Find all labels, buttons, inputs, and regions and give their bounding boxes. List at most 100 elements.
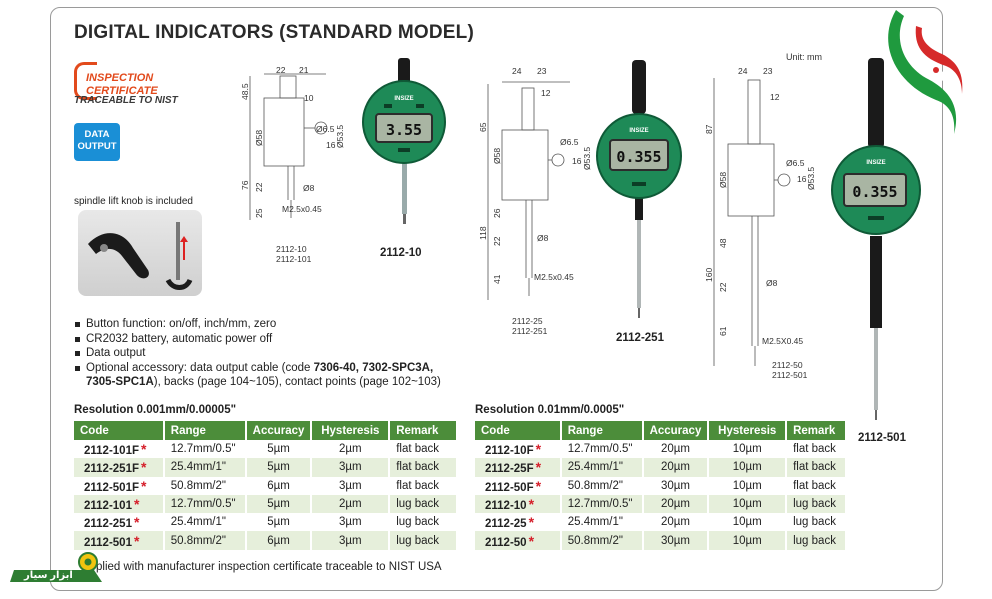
seller-logo-icon [10, 552, 102, 582]
certificate-star-icon: * [133, 532, 140, 549]
certificate-star-icon: * [528, 496, 535, 513]
cell-range: 12.7mm/0.5" [163, 494, 247, 514]
cell-remark: flat back [389, 440, 458, 459]
dim-a-4: Ø58 [254, 129, 264, 146]
model-label-3: 2112-501 [858, 432, 906, 444]
dial-brand: INSIZE [394, 96, 413, 102]
drawing-label-3: 2112-50 2112-501 [772, 360, 807, 380]
cell-remark: flat back [786, 440, 847, 459]
cell-hysteresis: 2µm [311, 440, 391, 459]
drawing-label-1: 2112-10 2112-101 [276, 244, 311, 264]
certificate-line2: CERTIFICATE [86, 85, 158, 97]
cell-remark: lug back [389, 494, 458, 514]
accessory-codes-1: 7306-40, 7302-SPC3A, [313, 361, 434, 374]
feature-item: Optional accessory: data output cable (c… [74, 361, 441, 376]
gauge-photo-2: 0.355 INSIZE [596, 60, 682, 318]
cell-accuracy: 20µm [642, 494, 710, 514]
cell-code: 2112-501* [74, 531, 165, 550]
accessory-intro: Optional accessory: data output cable (c… [86, 361, 314, 374]
col-code: Code [475, 421, 562, 440]
gauge-photo-1: 3.55 INSIZE [362, 58, 446, 224]
dim-b-3: 65 [478, 122, 488, 132]
code-text: 2112-251 [84, 518, 132, 531]
col-remark: Remark [389, 421, 458, 440]
cell-accuracy: 5µm [245, 440, 313, 459]
cell-code: 2112-251F* [74, 458, 165, 477]
code-text: 2112-50F [485, 481, 534, 494]
certificate-subtitle: TRACEABLE TO NIST [74, 95, 178, 106]
cell-remark: lug back [786, 531, 847, 550]
cell-accuracy: 5µm [245, 494, 313, 514]
technical-drawing-3 [713, 78, 791, 366]
dim-b-8: 118 [478, 226, 488, 240]
dim-c-6: 16 [797, 174, 807, 184]
certificate-line1: INSPECTION [86, 72, 154, 84]
cell-range: 25.4mm/1" [560, 513, 644, 532]
display-value-2: 0.355 [616, 148, 661, 166]
drawing-label-line: 2112-101 [276, 254, 312, 264]
certificate-star-icon: * [535, 441, 542, 458]
table1-title: Resolution 0.001mm/0.00005" [74, 404, 237, 416]
data-output-badge: DATA OUTPUT [74, 123, 120, 161]
cell-hysteresis: 10µm [708, 440, 788, 459]
code-text: 2112-50 [485, 536, 527, 549]
cell-code: 2112-25* [475, 513, 562, 532]
cell-remark: flat back [389, 476, 458, 495]
drawing-label-line: 2112-10 [276, 244, 307, 254]
cell-remark: flat back [786, 476, 847, 495]
feature-item: Data output [74, 346, 441, 361]
spec-table-01: Code Range Accuracy Hysteresis Remark 21… [475, 421, 847, 550]
cell-hysteresis: 10µm [708, 476, 788, 495]
dim-c-5: Ø6.5 [786, 158, 805, 168]
cell-range: 25.4mm/1" [163, 458, 247, 477]
flag-ribbon-icon [888, 10, 963, 134]
cell-accuracy: 6µm [245, 531, 313, 550]
table2-title: Resolution 0.01mm/0.0005" [475, 404, 625, 416]
dim-b-9: 26 [492, 208, 502, 218]
cell-range: 50.8mm/2" [560, 476, 644, 495]
dim-c-4: Ø58 [718, 171, 728, 188]
badge-line2: OUTPUT [77, 141, 117, 152]
drawing-label-line: 2112-251 [512, 326, 548, 336]
cell-code: 2112-251* [74, 513, 165, 532]
cell-hysteresis: 3µm [311, 513, 391, 532]
cell-accuracy: 5µm [245, 458, 313, 477]
lift-knob-icon [88, 222, 193, 290]
technical-drawing-1 [249, 73, 328, 220]
certificate-star-icon: * [535, 459, 542, 476]
certificate-star-icon: * [528, 514, 535, 531]
col-range: Range [163, 421, 247, 440]
dim-b-1: 23 [537, 66, 547, 76]
dim-b-7: Ø53.5 [582, 146, 592, 170]
cell-accuracy: 30µm [642, 476, 710, 495]
dim-c-13: M2.5X0.45 [762, 336, 804, 346]
certificate-star-icon: * [141, 459, 147, 476]
technical-drawing-2 [487, 81, 570, 300]
col-remark: Remark [786, 421, 847, 440]
cell-code: 2112-50* [475, 531, 562, 550]
dim-a-11: Ø8 [303, 183, 315, 193]
dial-brand: INSIZE [866, 160, 885, 166]
certificate-star-icon: * [535, 477, 542, 494]
cell-hysteresis: 10µm [708, 458, 788, 477]
display-value-3: 0.355 [852, 183, 897, 201]
cell-hysteresis: 10µm [708, 531, 788, 550]
cell-remark: lug back [389, 513, 458, 532]
cell-code: 2112-10* [475, 494, 562, 514]
dim-a-8: 76 [240, 180, 250, 190]
cell-hysteresis: 3µm [311, 476, 391, 495]
code-text: 2112-501 [84, 536, 132, 549]
cell-hysteresis: 10µm [708, 513, 788, 532]
cell-code: 2112-101* [74, 494, 165, 514]
col-range: Range [560, 421, 644, 440]
dim-c-0: 24 [738, 66, 748, 76]
cell-remark: flat back [389, 458, 458, 477]
cell-accuracy: 20µm [642, 440, 710, 459]
